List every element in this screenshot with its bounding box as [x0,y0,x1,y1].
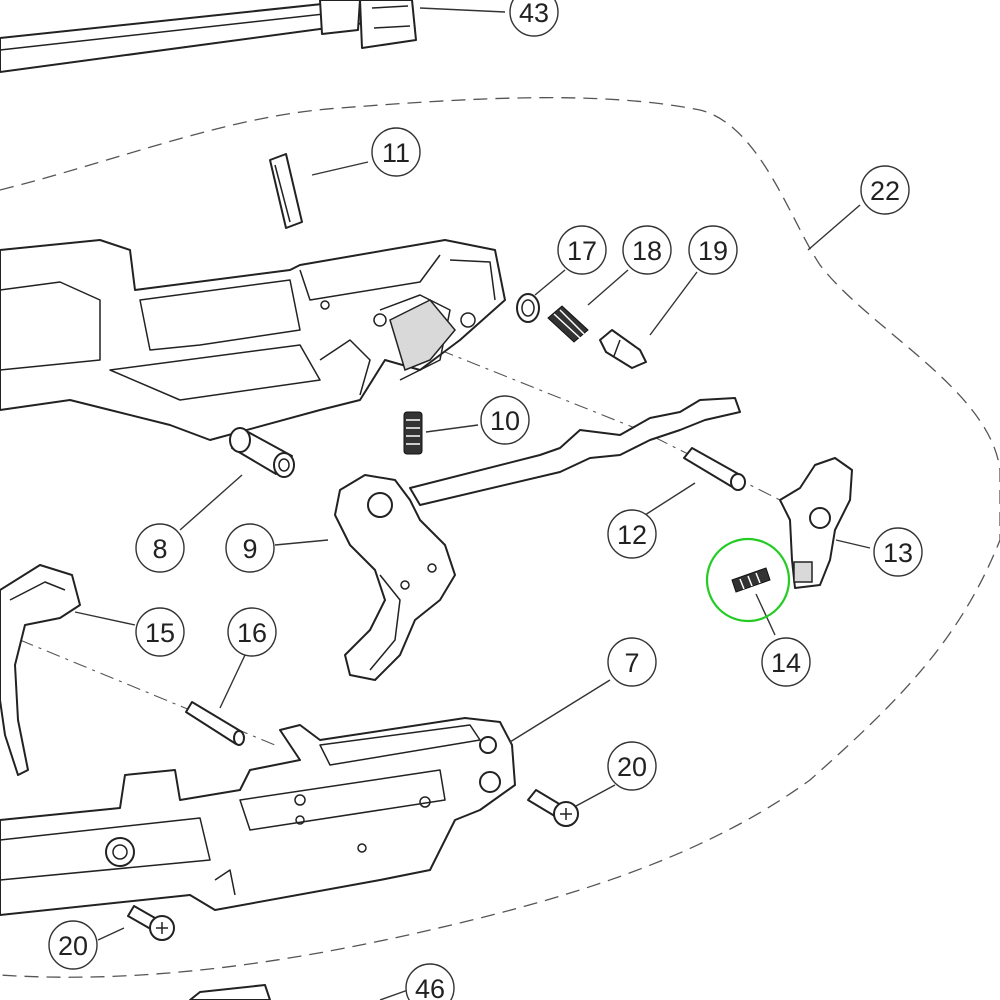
callout-10: 10 [480,395,530,445]
callout-label: 43 [519,0,549,28]
callout-46: 46 [405,963,455,1000]
part-43-rod [0,0,417,73]
callout-11: 11 [371,127,421,177]
callout-22: 22 [860,165,910,215]
callout-label: 8 [152,534,167,564]
callout-label: 19 [698,236,728,266]
callout-7: 7 [607,637,657,687]
part-20-screw-right [527,789,579,827]
upper-housing [0,239,506,441]
part-14-spring [731,567,771,593]
part-7-frame [0,717,516,916]
callout-8: 8 [135,523,185,573]
callout-label: 10 [490,406,520,436]
callout-9: 9 [225,523,275,573]
callout-label: 15 [145,618,175,648]
callout-label: 16 [237,618,267,648]
callout-label: 13 [883,538,913,568]
callout-label: 20 [617,752,647,782]
callout-label: 14 [771,648,801,678]
part-11-pin [269,153,303,229]
callout-43: 43 [509,0,559,37]
callout-13: 13 [873,527,923,577]
callout-20-right: 20 [607,741,657,791]
part-19-plunger [599,329,647,369]
part-16-pin [185,701,245,746]
part-46-fragment [189,984,271,1000]
callout-label: 11 [382,138,410,168]
callout-label: 20 [58,931,88,961]
callout-label: 9 [242,534,257,564]
callout-18: 18 [622,225,672,275]
callout-20-left: 20 [48,920,98,970]
callout-19: 19 [688,225,738,275]
part-12-pin [683,447,746,491]
callout-label: 18 [632,236,662,266]
subassembly-boundary [0,96,1000,978]
callout-label: 12 [617,520,647,550]
leader-lines [74,7,871,1000]
part-20-screw-left [127,905,175,941]
part-17-ring [516,293,540,323]
callout-15: 15 [135,607,185,657]
highlight-ring [705,537,791,623]
callout-label: 46 [415,974,445,1000]
alignment-centerline-lower [19,639,276,746]
part-13-lever [779,457,853,589]
callout-16: 16 [227,607,277,657]
part-9-trigger [334,397,741,681]
part-15-lever [0,564,81,776]
part-10-spring [403,411,423,455]
callout-label: 17 [567,236,597,266]
callout-label: 22 [870,176,900,206]
part-18-spring [547,305,589,343]
callout-14: 14 [761,637,811,687]
part-8-sleeve [229,427,295,478]
callout-17: 17 [557,225,607,275]
callout-12: 12 [607,509,657,559]
callout-label: 7 [624,648,639,678]
